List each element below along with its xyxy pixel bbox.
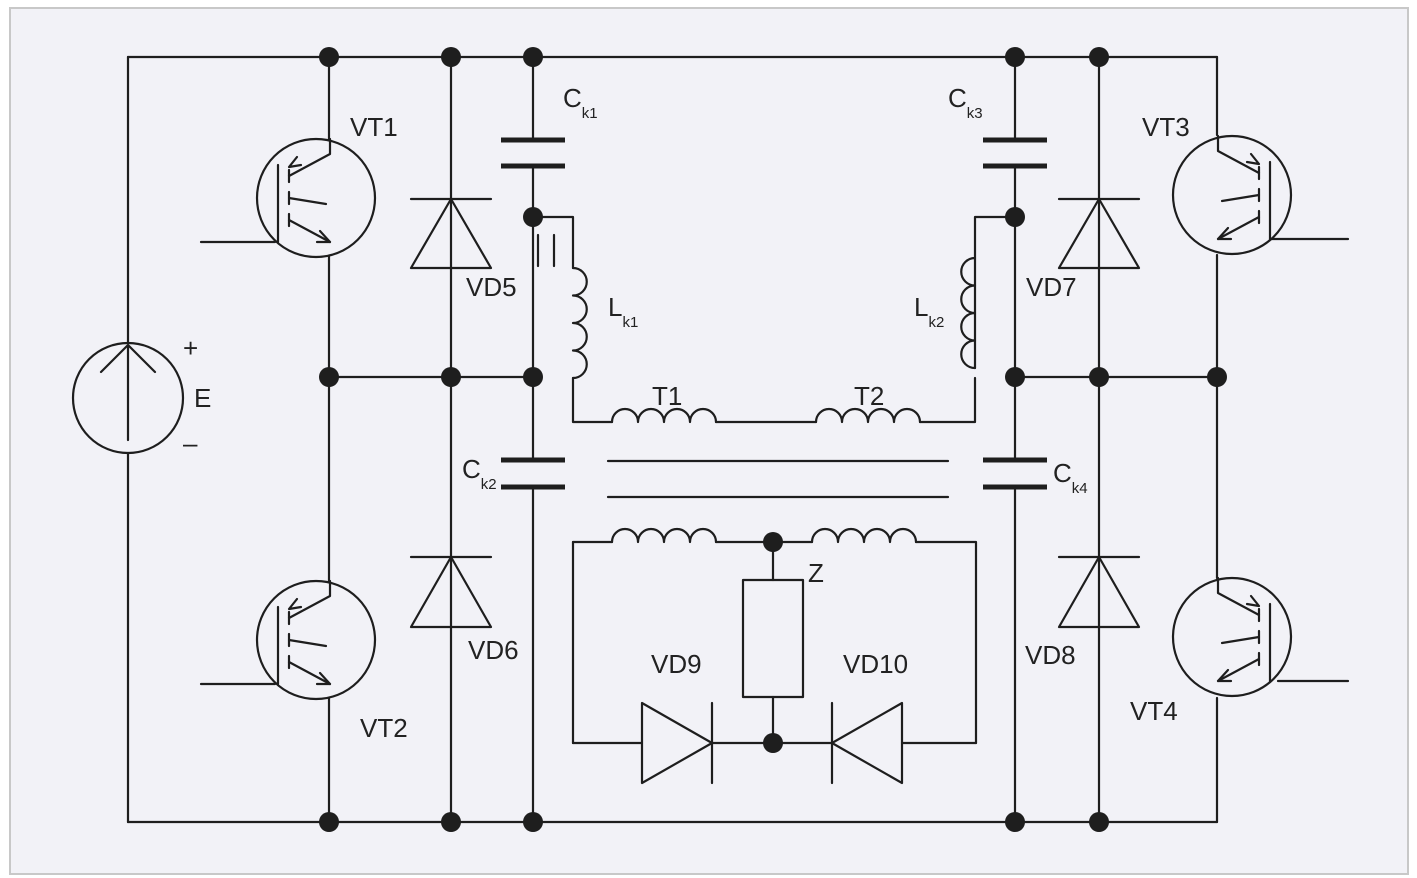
diagram-panel	[9, 7, 1409, 875]
inductor-lk2-coil	[960, 256, 977, 370]
t2-label: T2	[854, 381, 884, 411]
diode-vd8-triangle	[1057, 555, 1141, 629]
diode-vd9-triangle	[640, 701, 714, 785]
transistor-vt2-arrow-out	[315, 671, 332, 686]
wires	[126, 55, 1350, 824]
transistor-vt4-circle	[1171, 576, 1293, 698]
ck1-label: Ck1	[563, 83, 598, 122]
junction-dot-0	[319, 47, 339, 67]
transistor-vt1-emitter	[287, 218, 332, 244]
source-label: E	[194, 383, 211, 413]
ck4-label: Ck4	[1053, 458, 1088, 497]
vd10-label: VD10	[843, 649, 908, 679]
junction-dot-13	[1005, 367, 1025, 387]
junctions	[319, 47, 1227, 832]
transistor-vt1-circle	[255, 137, 377, 259]
transistor-vt3-emitter	[1216, 215, 1261, 241]
junction-dot-8	[1005, 812, 1025, 832]
transformer-t2-primary-coil	[814, 407, 922, 424]
transistor-vt2-circle	[255, 579, 377, 701]
lk2-label: Lk2	[914, 292, 944, 331]
transistor-vt3-circle	[1171, 134, 1293, 256]
wire-27	[914, 540, 978, 745]
diode-vd10-triangle	[830, 701, 904, 785]
diode-vd5-triangle	[409, 197, 493, 270]
transistor-vt1-arrow-out	[315, 229, 332, 244]
transistor-vt3-arrow-out	[1216, 226, 1233, 241]
vt2-label: VT2	[360, 713, 408, 743]
junction-dot-1	[441, 47, 461, 67]
transistor-vt2-arrow-in	[287, 597, 303, 611]
vt4-label: VT4	[1130, 696, 1178, 726]
junction-dot-11	[441, 367, 461, 387]
junction-dot-5	[319, 812, 339, 832]
transistor-vt2-emitter	[287, 660, 332, 686]
components	[71, 134, 1293, 785]
vd8-label: VD8	[1025, 640, 1076, 670]
transistor-vt4-gate-line	[1220, 635, 1261, 645]
load-z-box	[741, 578, 805, 699]
vd5-label: VD5	[466, 272, 517, 302]
transistor-vt3-arrow-in	[1245, 152, 1261, 166]
t1-label: T1	[652, 381, 682, 411]
junction-dot-12	[523, 367, 543, 387]
junction-dot-10	[319, 367, 339, 387]
wire-23	[918, 376, 977, 424]
transistor-vt2	[255, 579, 377, 701]
transistor-vt3-collector	[1216, 134, 1261, 175]
diode-vd6-triangle	[409, 555, 493, 629]
vd9-label: VD9	[651, 649, 702, 679]
transistor-vt1-arrow-in	[287, 155, 303, 169]
vd6-label: VD6	[468, 635, 519, 665]
diode-vd7-triangle	[1057, 197, 1141, 270]
transistor-vt3-gate-line	[1220, 193, 1261, 203]
lk1-label: Lk1	[608, 292, 638, 331]
labels: + E – VT1 VT2 VT3 VT4 VD5 VD6 VD7 VD8 VD…	[183, 83, 1190, 743]
source-e-arrow	[99, 343, 157, 442]
junction-dot-4	[1089, 47, 1109, 67]
junction-dot-15	[1207, 367, 1227, 387]
junction-dot-18	[763, 532, 783, 552]
transistor-vt4-collector	[1216, 576, 1261, 617]
junction-dot-7	[523, 812, 543, 832]
junction-dot-17	[1005, 207, 1025, 227]
transistor-vt4	[1171, 576, 1293, 698]
source-e-circle	[71, 341, 185, 455]
transformer-t2-secondary-coil	[810, 527, 918, 544]
vt3-label: VT3	[1142, 112, 1190, 142]
transistor-vt2-collector	[287, 579, 332, 620]
junction-dot-3	[1005, 47, 1025, 67]
source-minus-label: –	[183, 428, 198, 458]
wire-21	[571, 376, 614, 424]
junction-dot-16	[523, 207, 543, 227]
transistor-vt4-arrow-in	[1245, 594, 1261, 608]
junction-dot-6	[441, 812, 461, 832]
transistor-vt1-collector	[287, 137, 332, 178]
vt1-label: VT1	[350, 112, 398, 142]
transistor-vt4-emitter	[1216, 657, 1261, 683]
junction-dot-14	[1089, 367, 1109, 387]
junction-dot-9	[1089, 812, 1109, 832]
transistor-vt1-gate-line	[287, 196, 328, 206]
source-plus-label: +	[183, 333, 198, 363]
junction-dot-2	[523, 47, 543, 67]
load-z-label: Z	[808, 558, 824, 588]
ck2-label: Ck2	[462, 454, 497, 493]
vd7-label: VD7	[1026, 272, 1077, 302]
transistor-vt2-gate-line	[287, 638, 328, 648]
junction-dot-19	[763, 733, 783, 753]
transistor-vt1	[255, 137, 377, 259]
ck3-label: Ck3	[948, 83, 983, 122]
transformer-t1-primary-coil	[610, 407, 718, 424]
transistor-vt3	[1171, 134, 1293, 256]
transistor-vt4-arrow-out	[1216, 668, 1233, 683]
transformer-t1-secondary-coil	[610, 527, 718, 544]
wire-24	[973, 215, 1017, 370]
inductor-lk1-coil	[571, 266, 588, 380]
wire-20	[531, 215, 575, 270]
